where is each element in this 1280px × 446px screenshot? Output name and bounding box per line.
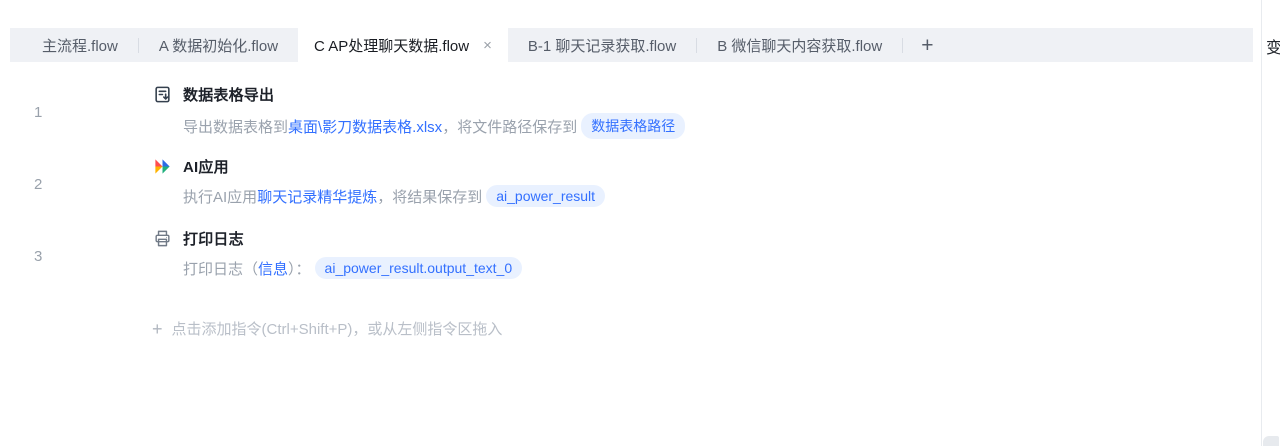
flow-canvas: 1 数据表格导出 导出数据表格到桌面\影刀数据表格.xlsx，将文件路径保存到 … (10, 62, 1261, 446)
step-icon-slot (152, 156, 172, 176)
step-row[interactable]: 3 打印日志 打印日志（信息）：ai_power_result.output_t… (10, 228, 1261, 300)
plus-icon: + (152, 318, 163, 339)
ai-app-icon (154, 159, 170, 174)
variable-pill[interactable]: ai_power_result (486, 185, 606, 207)
desc-text: ，将文件路径保存到 (442, 118, 578, 136)
close-tab-icon[interactable]: × (483, 36, 492, 54)
step-description: 导出数据表格到桌面\影刀数据表格.xlsx，将文件路径保存到 数据表格路径 (183, 113, 686, 139)
param-link[interactable]: 桌面\影刀数据表格.xlsx (288, 118, 443, 136)
step-title: 打印日志 (183, 231, 244, 248)
tab-divider (902, 37, 904, 53)
variable-pill[interactable]: ai_power_result.output_text_0 (314, 257, 523, 279)
line-number: 2 (34, 175, 43, 193)
step-title: AI应用 (183, 159, 229, 176)
tab-divider (696, 37, 698, 53)
step-body: 数据表格导出 导出数据表格到桌面\影刀数据表格.xlsx，将文件路径保存到 数据… (183, 84, 686, 139)
step-title: 数据表格导出 (183, 87, 275, 104)
step-icon-slot (152, 84, 172, 104)
step-description: 执行AI应用聊天记录精华提炼，将结果保存到 ai_power_result (183, 185, 606, 207)
flow-tab-label: A 数据初始化.flow (158, 37, 279, 55)
flow-tab[interactable]: 主流程.flow (22, 28, 138, 62)
flow-tabs: 主流程.flow A 数据初始化.flow C AP处理聊天数据.flow × … (22, 28, 904, 62)
desc-text: ，将结果保存到 (377, 188, 483, 206)
flow-tab-label: 主流程.flow (42, 37, 118, 55)
line-number: 3 (34, 247, 43, 265)
step-list: 1 数据表格导出 导出数据表格到桌面\影刀数据表格.xlsx，将文件路径保存到 … (10, 84, 1261, 300)
tab-divider (137, 37, 139, 53)
param-link[interactable]: 信息 (258, 260, 289, 278)
variables-panel-label: 变 (1266, 40, 1280, 57)
flow-tab[interactable]: B 微信聊天内容获取.flow (697, 28, 902, 62)
step-row[interactable]: 1 数据表格导出 导出数据表格到桌面\影刀数据表格.xlsx，将文件路径保存到 … (10, 84, 1261, 156)
flow-tab-label: B-1 聊天记录获取.flow (527, 37, 677, 55)
flow-tab-label: C AP处理聊天数据.flow (314, 37, 470, 55)
param-link[interactable]: 聊天记录精华提炼 (257, 188, 378, 206)
line-number: 1 (34, 103, 43, 121)
scrollbar-corner (1263, 436, 1279, 446)
step-description: 打印日志（信息）：ai_power_result.output_text_0 (183, 257, 523, 279)
desc-text: ）： (288, 260, 311, 278)
add-tab-button[interactable]: + (921, 33, 934, 57)
flow-tab-bar: 主流程.flow A 数据初始化.flow C AP处理聊天数据.flow × … (10, 28, 1253, 62)
step-body: AI应用 执行AI应用聊天记录精华提炼，将结果保存到 ai_power_resu… (183, 156, 606, 207)
step-icon-slot (152, 228, 172, 248)
add-instruction-label: 点击添加指令(Ctrl+Shift+P)，或从左侧指令区拖入 (171, 321, 503, 338)
desc-text: 打印日志（ (183, 260, 259, 278)
variables-panel-edge[interactable]: 变 (1261, 0, 1280, 446)
export-table-icon (154, 86, 170, 103)
desc-text: 导出数据表格到 (183, 118, 289, 136)
add-instruction-row[interactable]: + 点击添加指令(Ctrl+Shift+P)，或从左侧指令区拖入 (152, 318, 1261, 339)
variable-pill[interactable]: 数据表格路径 (581, 113, 686, 139)
flow-tab[interactable]: A 数据初始化.flow (139, 28, 298, 62)
step-body: 打印日志 打印日志（信息）：ai_power_result.output_tex… (183, 228, 523, 279)
flow-tab[interactable]: C AP处理聊天数据.flow × (298, 28, 508, 62)
flow-tab[interactable]: B-1 聊天记录获取.flow (508, 28, 696, 62)
step-row[interactable]: 2 AI应用 执行AI应用聊天记录精华提炼，将结果保存到 ai_power_re… (10, 156, 1261, 228)
flow-tab-label: B 微信聊天内容获取.flow (717, 37, 883, 55)
print-log-icon (154, 230, 170, 247)
desc-text: 执行AI应用 (183, 188, 258, 206)
